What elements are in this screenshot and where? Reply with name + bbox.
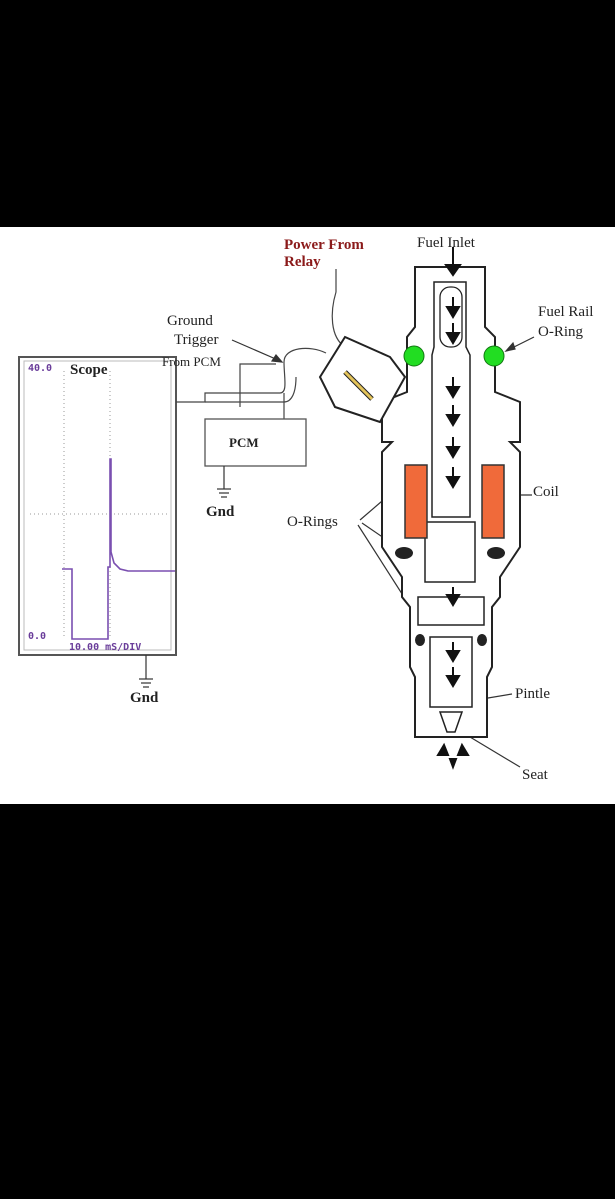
- relay-label: Relay: [284, 254, 321, 270]
- from-pcm-label: From PCM: [162, 354, 221, 369]
- pcm-box: [204, 418, 307, 467]
- injector-body: [381, 266, 521, 738]
- pcm-label: PCM: [229, 435, 259, 450]
- scope-ground-symbol: [139, 655, 153, 688]
- coil-label: Coil: [533, 484, 559, 500]
- pcm-gnd-label: Gnd: [206, 504, 235, 520]
- coil-right: [481, 464, 505, 539]
- o-rings-label: O-Rings: [287, 514, 338, 530]
- scope-screen: [18, 356, 177, 656]
- internal-o-rings: [395, 547, 505, 646]
- power-from-label: Power From: [284, 237, 364, 253]
- pintle-label: Pintle: [515, 686, 551, 702]
- trigger-label: Trigger: [174, 332, 219, 348]
- scope-trace: [62, 458, 175, 640]
- seat-label: Seat: [522, 767, 548, 783]
- electrical-connector: [318, 335, 407, 424]
- coil-left: [404, 464, 428, 539]
- fuel-rail-o-ring-right: [483, 345, 505, 367]
- fuel-rail-o-ring-label: O-Ring: [538, 324, 583, 340]
- injector-diagram-svg: [18, 247, 535, 770]
- scope-gnd-label: Gnd: [130, 690, 159, 706]
- scope-bottom-value: 0.0: [28, 631, 47, 642]
- diagram-panel: Power From Relay Fuel Inlet Fuel Rail O-…: [0, 227, 615, 804]
- fuel-rail-label: Fuel Rail: [538, 304, 594, 320]
- fuel-flow-arrows: [436, 247, 470, 770]
- ground-label: Ground: [167, 313, 213, 329]
- scope-timebase: 10.00 mS/DIV: [69, 642, 142, 653]
- fuel-rail-o-ring-left: [403, 345, 425, 367]
- pcm-ground-symbol: [217, 466, 231, 498]
- scope-top-value: 40.0: [28, 363, 53, 374]
- fuel-inlet-label: Fuel Inlet: [417, 235, 475, 251]
- scope-label: Scope: [70, 362, 108, 378]
